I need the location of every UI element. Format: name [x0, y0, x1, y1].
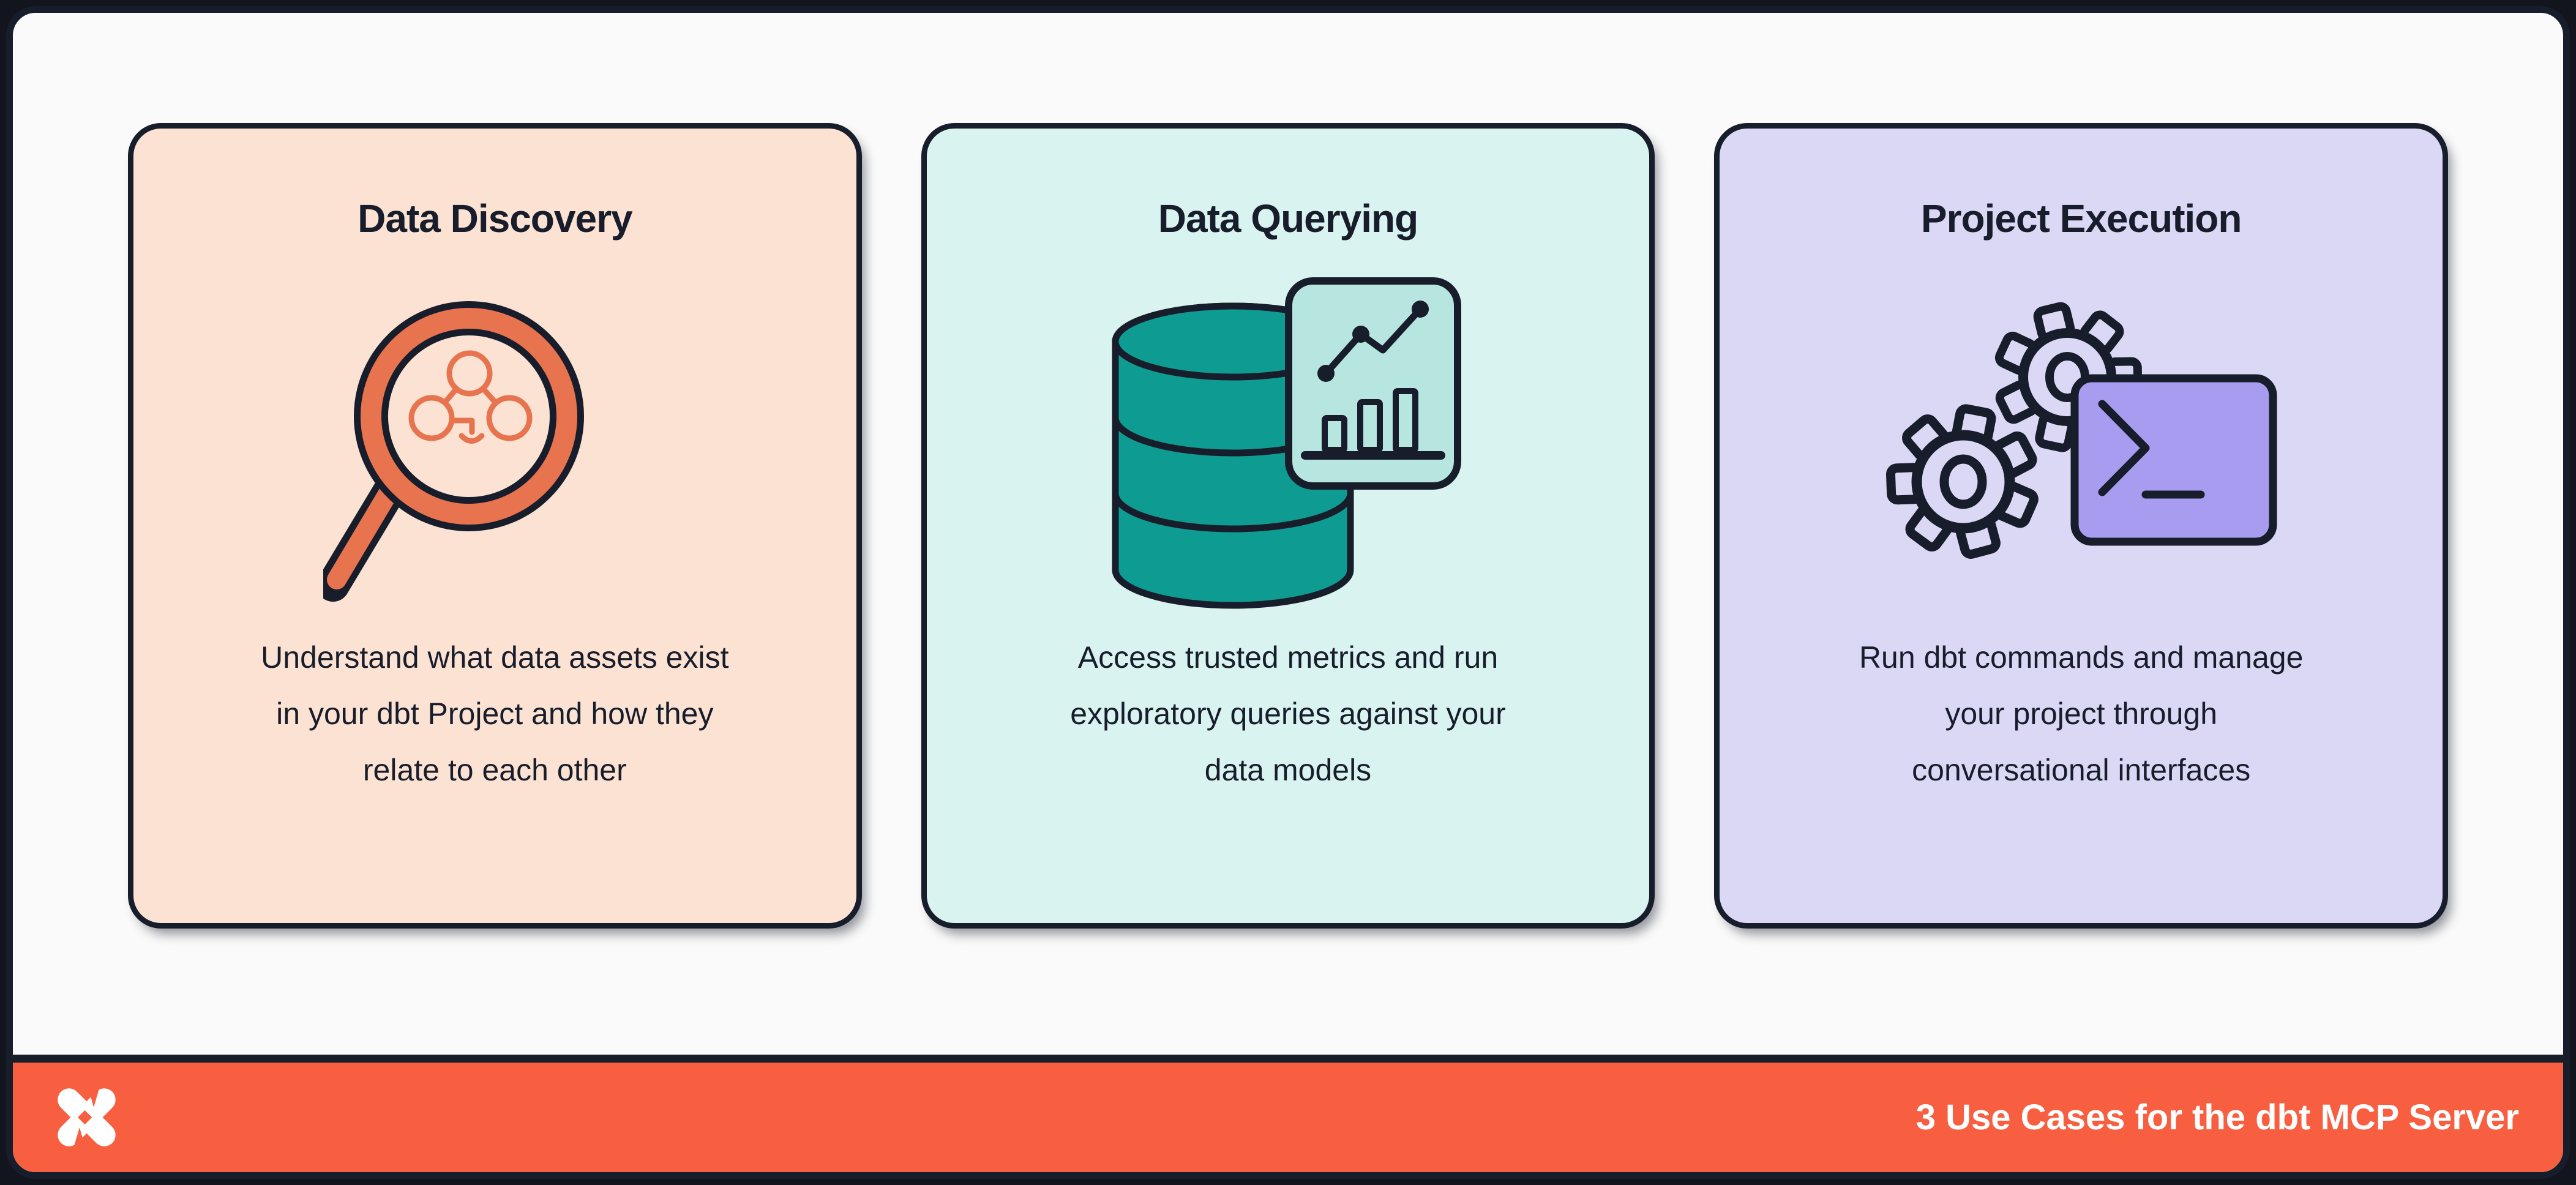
chart-card — [1285, 277, 1461, 490]
card-description: Run dbt commands and manage your project… — [1859, 640, 2304, 787]
footer-title: 3 Use Cases for the dbt MCP Server — [1915, 1097, 2519, 1137]
magnifying-glass-lineage-icon — [323, 301, 585, 602]
card-description: Access trusted metrics and run explorato… — [1070, 640, 1506, 787]
card-title: Project Execution — [1920, 196, 2242, 241]
footer-bar: 3 Use Cases for the dbt MCP Server — [13, 1055, 2563, 1172]
card-title: Data Discovery — [358, 196, 632, 241]
database-chart-icon — [1112, 277, 1461, 609]
card-data-querying: Data Querying — [921, 123, 1655, 929]
gear-large-icon — [1885, 404, 2039, 559]
lineage-dag — [408, 350, 533, 444]
dbt-logo-icon — [58, 1088, 116, 1147]
card-icon-box — [170, 263, 820, 618]
card-icon-box — [1756, 263, 2406, 618]
card-title: Data Querying — [1158, 196, 1418, 241]
card-icon-box — [964, 263, 1613, 618]
card-data-discovery: Data Discovery — [128, 123, 862, 929]
terminal-window — [2070, 374, 2277, 546]
infographic-panel: Data Discovery — [6, 6, 2570, 1179]
card-description: Understand what data assets exist in you… — [261, 640, 729, 787]
card-project-execution: Project Execution — [1714, 123, 2449, 929]
cards-row: Data Discovery — [13, 13, 2563, 1055]
gears-terminal-icon — [1885, 302, 2277, 559]
